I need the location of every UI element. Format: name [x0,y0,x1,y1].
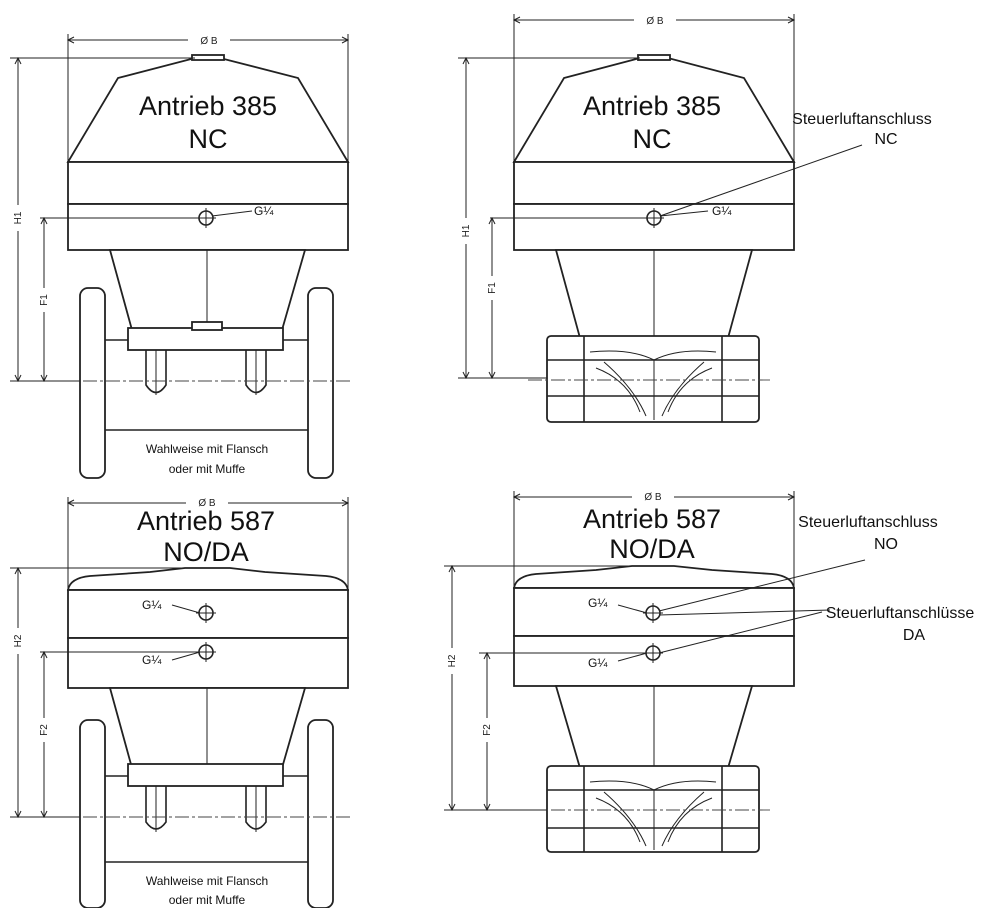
actuator-385-right [512,54,796,251]
dim-h2-label: H2 [13,634,24,647]
actuator-name: Antrieb 385 [583,91,721,121]
port-label: G¼ [712,204,732,218]
view-top-right: Ø B Antrieb 385 NC G¼ Steuerluftanschlus… [458,12,932,423]
dim-h2-f2-left: H2 F2 [10,566,185,819]
dim-h1-label: H1 [461,224,472,237]
port-symbol-upper [171,603,216,623]
dim-f2-label: F2 [482,724,493,736]
actuator-name: Antrieb 385 [139,91,277,121]
callout-no-line-2: NO [874,536,898,553]
note-line-2: oder mit Muffe [169,893,246,907]
dim-b-label: Ø B [644,492,662,503]
port-symbol-upper [617,559,866,623]
port-symbol [40,208,253,228]
view-bottom-left: Ø B Antrieb 587 NO/DA G¼ G¼ [10,495,350,909]
view-top-left: Ø B Antrieb 385 NC G¼ [10,32,350,480]
callout-da-line-1: Steuerluftanschlüsse [826,605,975,622]
dim-f2-label: F2 [39,724,50,736]
port-symbol [490,144,863,228]
callout-no-line-1: Steuerluftanschluss [798,514,938,531]
actuator-587-left [66,567,350,689]
dim-b-top-right: Ø B [512,12,796,165]
valve-body-socket [528,765,770,853]
port-label-upper: G¼ [588,596,608,610]
dim-b-bottom-right: Ø B [512,489,796,590]
dim-h2-label: H2 [447,654,458,667]
dim-b-label: Ø B [198,498,216,509]
actuator-587-right [512,565,796,687]
dim-b-bottom-left: Ø B [66,495,350,590]
actuator-type: NC [189,124,228,154]
actuator-type: NC [633,124,672,154]
port-symbol-lower [479,611,823,663]
note-line-1: Wahlweise mit Flansch [146,442,268,456]
view-bottom-right: Ø B Antrieb 587 NO/DA G¼ G¼ Steuerluftan [444,489,975,853]
dim-h1-label: H1 [13,211,24,224]
note-line-2: oder mit Muffe [169,462,246,476]
actuator-name: Antrieb 587 [137,506,275,536]
valve-body-socket [528,335,770,423]
valve-body-flanged [60,287,350,479]
actuator-type: NO/DA [609,534,695,564]
port-label-upper: G¼ [142,598,162,612]
dim-h2-f2-right: H2 F2 [444,564,632,812]
dim-h1-f1-right: H1 F1 [458,56,640,380]
port-symbol-lower [40,642,216,662]
dim-f1-label: F1 [39,294,50,306]
port-label-lower: G¼ [142,653,162,667]
actuator-385-left [66,54,350,251]
dim-b-top-left: Ø B [66,32,350,165]
valve-body-flanged [60,719,350,909]
port-label: G¼ [254,204,274,218]
dim-f1-label: F1 [487,282,498,294]
actuator-type: NO/DA [163,537,249,567]
port-label-lower: G¼ [588,656,608,670]
dim-b-label: Ø B [646,16,664,27]
dim-h1-f1-left: H1 F1 [10,56,195,383]
callout-line-2: NC [874,131,897,148]
actuator-name: Antrieb 587 [583,504,721,534]
callout-da-line-2: DA [903,627,926,644]
callout-line-1: Steuerluftanschluss [792,111,932,128]
note-line-1: Wahlweise mit Flansch [146,874,268,888]
dim-b-label: Ø B [200,36,218,47]
